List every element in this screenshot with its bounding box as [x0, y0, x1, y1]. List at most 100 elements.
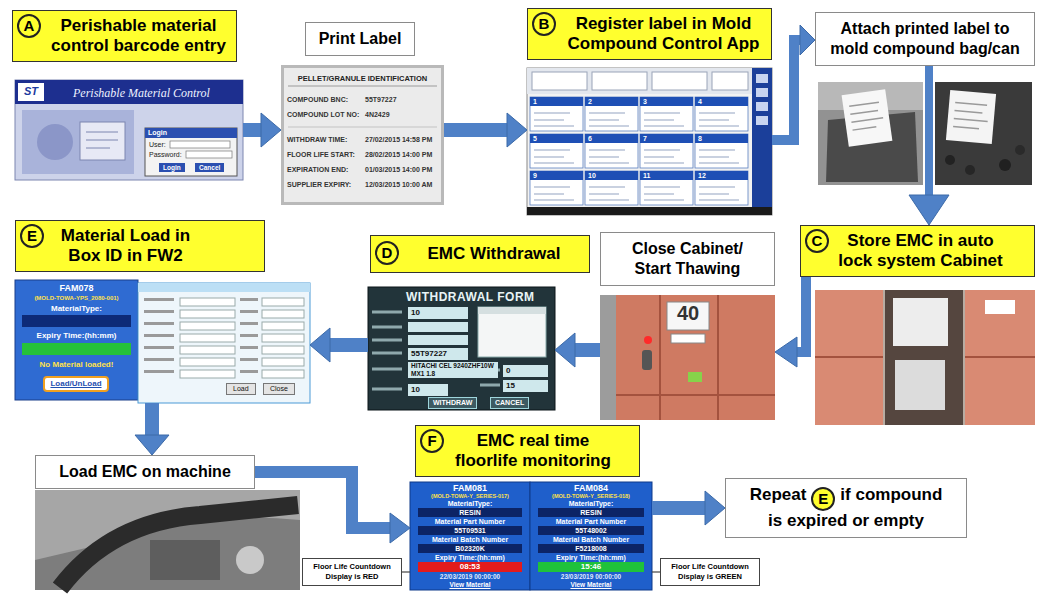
flow-arrow — [243, 113, 281, 147]
load-panel: FAM078(MOLD-TOWA-YPS_2080-001)MaterialTy… — [15, 280, 138, 400]
app-screenshot — [527, 68, 772, 215]
form-text: 0 — [503, 365, 548, 377]
tile-number: 6 — [588, 134, 592, 143]
flow-arrow — [775, 277, 806, 367]
callout-text: Floor Life Countdown Display is RED — [306, 562, 398, 582]
tile-number: 8 — [698, 134, 702, 143]
panel-text: View Material — [410, 581, 530, 589]
letter-text: A — [19, 16, 39, 36]
dialog-text: Cancel — [195, 163, 224, 172]
app-screenshot-part — [640, 97, 693, 131]
panel-text: MaterialType: — [410, 500, 530, 508]
load-screenshot-part — [180, 322, 235, 330]
panel-text: 55T48002 — [538, 526, 644, 535]
letter-text: E — [813, 489, 833, 509]
bag-photo-part — [999, 159, 1011, 171]
label-field: COMPOUND BNC: — [287, 95, 348, 104]
panel-text: Material Part Number — [530, 518, 652, 526]
panel-text: Expiry Time:(hh:mm) — [530, 554, 652, 562]
app-screenshot-part — [527, 68, 772, 215]
cabinet-photo-part — [600, 295, 775, 420]
cabinet-photo — [600, 295, 775, 420]
panel-text: 23/03/2019 00:00:00 — [530, 573, 652, 581]
form-text: CANCEL — [490, 397, 529, 409]
caption-text: Store EMC in auto lock system Cabinet — [835, 231, 1006, 271]
load-form: LoadClose — [138, 283, 310, 403]
panel-text: F5218008 — [538, 544, 644, 553]
callout-box: Floor Life Countdown Display is GREEN — [660, 558, 760, 586]
step-caption: RepeatEif compound is expired or empty — [725, 478, 967, 538]
login-screenshot-part — [145, 128, 237, 176]
caption-text: Material Load in Box ID in FW2 — [50, 226, 201, 266]
login-screenshot-part — [86, 132, 118, 148]
caption-text: Close Cabinet/ Start Thawing — [615, 239, 760, 279]
monitor-panel: FAM081(MOLD-TOWA-Y_SERIES-017)MaterialTy… — [410, 482, 530, 590]
app-screenshot-part — [530, 171, 583, 205]
tile-number: 1 — [533, 97, 537, 106]
leader-line — [652, 572, 660, 573]
load-screenshot-part — [180, 310, 235, 318]
machine-photo-part — [236, 546, 264, 574]
panel-text: Material Batch Number — [410, 536, 530, 544]
step-caption: EMC WithdrawalD — [370, 235, 590, 273]
label-field: FLOOR LIFE START: — [287, 150, 355, 159]
form-text: 10 — [408, 307, 468, 319]
panel-text: (MOLD-TOWA-YPS_2080-001) — [15, 294, 138, 302]
tile-number: 3 — [643, 97, 647, 106]
step-caption: Perishable material control barcode entr… — [12, 10, 237, 62]
locker-photo-part — [965, 290, 1035, 425]
load-screenshot-part — [180, 346, 235, 354]
panel-text: Material Part Number — [410, 518, 530, 526]
app-screenshot-part — [756, 74, 768, 83]
caption-text: Repeat — [750, 485, 807, 504]
bag-photo-part — [1015, 145, 1025, 155]
label-field: 27/02/2015 14:58 PM — [365, 135, 432, 144]
login-screenshot — [15, 80, 243, 180]
panel-text: MaterialType: — [15, 304, 138, 313]
tile-number: 9 — [533, 171, 537, 180]
load-screenshot-part — [144, 300, 258, 372]
locker-photo — [815, 290, 1035, 425]
letter-text: B — [534, 14, 554, 34]
login-screenshot-part — [145, 128, 237, 138]
leader-line-stroke — [402, 571, 410, 572]
locker-photo-part — [985, 300, 1015, 314]
load-screenshot-part — [262, 358, 304, 366]
tile-number: 2 — [588, 97, 592, 106]
label-field: EXPIRATION END: — [287, 165, 348, 174]
cabinet-photo-part — [667, 302, 709, 330]
app-screenshot: 123456789101112 — [527, 68, 772, 215]
tile-number: 11 — [643, 171, 650, 180]
dialog-text: User: — [149, 141, 166, 149]
tile-number: 10 — [588, 171, 596, 180]
leader-line — [402, 572, 410, 573]
load-screenshot-part — [180, 298, 235, 306]
load-screenshot — [15, 280, 310, 403]
letter-text: E — [22, 226, 42, 246]
load-screenshot-part — [180, 358, 235, 366]
caption-text: Perishable material control barcode entr… — [47, 16, 230, 56]
dialog-text: Login — [159, 163, 185, 172]
step-caption: EMC real time floorlife monitoringF — [415, 425, 640, 477]
arrow-head — [261, 113, 281, 147]
caption-text: Attach printed label to mold compound ba… — [824, 19, 1026, 59]
withdrawal-screenshot-part — [368, 287, 555, 410]
locker-photo-part — [815, 356, 883, 358]
app-screenshot-part — [756, 88, 768, 97]
dialog-text: Login — [148, 129, 167, 137]
form-text: 10 — [408, 384, 448, 396]
cabinet-photo-part — [616, 295, 775, 420]
cabinet-photo-part — [688, 372, 702, 382]
bag-photo-part — [946, 90, 996, 144]
form-text: WITHDRAW — [428, 397, 477, 409]
screen-text: Perishable Material Control — [73, 86, 210, 100]
login-screenshot-part — [80, 122, 125, 160]
app-screenshot-part — [527, 68, 752, 94]
panel-text: FAM081 — [410, 483, 530, 493]
caption-text: Load EMC on machine — [44, 462, 246, 482]
panel-text: (MOLD-TOWA-Y_SERIES-018) — [530, 493, 652, 500]
panel-text: RESIN — [418, 508, 522, 517]
label-field: 01/03/2015 14:00 PM — [365, 165, 432, 174]
label-photo-part — [288, 127, 437, 128]
